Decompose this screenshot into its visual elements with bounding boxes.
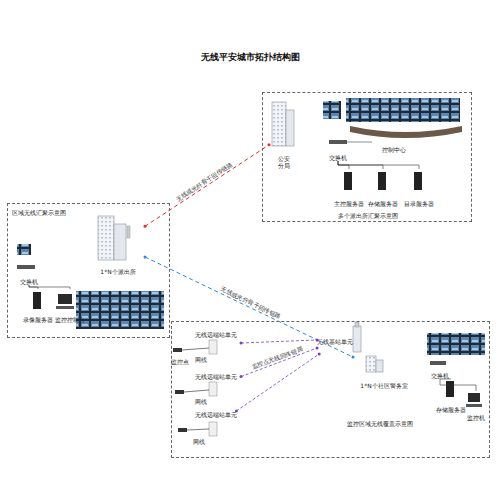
device-node: 主控服务器 bbox=[331, 169, 367, 207]
switch-icon bbox=[430, 361, 446, 365]
link-line bbox=[29, 285, 38, 289]
link-end-dot bbox=[318, 353, 321, 356]
link-end-dot bbox=[352, 356, 355, 359]
diagram-title: 无线平安城市拓扑结构图 bbox=[0, 51, 500, 64]
link-line bbox=[145, 145, 269, 226]
region-box: 监控区域无线覆盖示意图 1*N个社区警务室 无线基站单元交换机存储服务器监控机 无线远… bbox=[171, 321, 490, 458]
node-label: 交换机 bbox=[425, 372, 455, 379]
link-end-dot bbox=[235, 410, 238, 413]
link-end-dot bbox=[316, 347, 319, 350]
node-label: 监控机 bbox=[461, 414, 491, 421]
link-end-dot bbox=[144, 225, 147, 228]
node-label: 存储服务器 bbox=[433, 406, 469, 413]
video-wall bbox=[346, 98, 460, 122]
link-label: 监控点无线回传链路 bbox=[251, 345, 304, 371]
device-node: 目录服务器 bbox=[401, 169, 437, 207]
node-label: 1*N个派出所 bbox=[91, 268, 145, 275]
keyboard-icon bbox=[466, 404, 482, 407]
link-line bbox=[145, 257, 353, 357]
region-caption: 多个派出所汇聚示意图 bbox=[303, 212, 433, 219]
region-box: 区域无线汇聚示意图 1*N个派出所交换机录像服务器监控控制台 bbox=[7, 203, 170, 338]
keyboard-icon bbox=[56, 306, 74, 309]
link-line bbox=[338, 161, 419, 169]
video-wall bbox=[427, 333, 485, 355]
device-node: 交换机 bbox=[13, 263, 45, 285]
switch-icon bbox=[17, 265, 35, 269]
device-node: 录像服务器 bbox=[19, 289, 57, 323]
device-node: 无线远端站单元 bbox=[191, 331, 241, 357]
wire bbox=[360, 142, 372, 143]
monitor-icon bbox=[323, 101, 341, 119]
node-label: 目录服务器 bbox=[401, 200, 437, 207]
server-icon bbox=[446, 381, 454, 397]
region-caption: 监控区域无线覆盖示意图 bbox=[322, 420, 437, 427]
device-node: 存储服务器 bbox=[365, 169, 401, 207]
device-node: 公安分局 bbox=[269, 101, 299, 169]
node-label: 无线基站单元 bbox=[317, 338, 353, 345]
link-end-dot bbox=[316, 338, 319, 341]
server-icon bbox=[414, 172, 422, 190]
device-node: 控制中心 bbox=[323, 97, 465, 153]
link-line bbox=[338, 161, 349, 169]
console-icon bbox=[58, 294, 72, 304]
device-node: 1*N个派出所 bbox=[91, 213, 145, 275]
building-icon bbox=[98, 216, 130, 260]
node-label: 监控控制台 bbox=[53, 316, 87, 323]
link-label: 无线或光纤骨干回传链路 bbox=[175, 160, 234, 202]
node-label: 1*N个社区警务室 bbox=[353, 382, 415, 389]
device-node: 交换机 bbox=[323, 138, 353, 161]
node-label: 交换机 bbox=[13, 278, 45, 285]
server-icon bbox=[344, 172, 352, 190]
link-line bbox=[236, 354, 319, 411]
node-label: 存储服务器 bbox=[365, 200, 401, 207]
link-end-dot bbox=[240, 342, 243, 345]
node-label: 主控服务器 bbox=[331, 200, 367, 207]
device-node: 交换机 bbox=[425, 359, 455, 379]
link-end-dot bbox=[268, 143, 271, 146]
node-label: 无线远端站单元 bbox=[191, 411, 241, 418]
node-label: 公安分局 bbox=[277, 155, 291, 169]
device-node: 无线基站单元 bbox=[317, 324, 365, 354]
node-label: 交换机 bbox=[323, 154, 353, 161]
node-label: 无线远端站单元 bbox=[191, 373, 241, 380]
annotation-label: 网线 bbox=[193, 438, 205, 445]
node-label: 录像服务器 bbox=[19, 316, 57, 323]
wire bbox=[347, 142, 360, 143]
device-node: 无线远端站单元 bbox=[191, 411, 241, 439]
annotation-label: 网线 bbox=[195, 398, 207, 405]
device-node: 监控机 bbox=[461, 391, 491, 421]
server-icon bbox=[33, 292, 41, 309]
link-end-dot bbox=[240, 375, 243, 378]
link-line bbox=[338, 161, 383, 169]
tower-icon bbox=[353, 322, 361, 352]
node-label: 无线远端站单元 bbox=[191, 331, 241, 338]
building-icon bbox=[272, 102, 294, 146]
device-node: 1*N个社区警务室 bbox=[353, 355, 415, 389]
device-node: 无线远端站单元 bbox=[191, 373, 241, 399]
node-label: 控制中心 bbox=[323, 146, 465, 153]
remote-unit-icon bbox=[209, 340, 217, 436]
region-caption: 区域无线汇聚示意图 bbox=[12, 209, 92, 216]
video-wall bbox=[76, 291, 164, 329]
console-icon bbox=[468, 393, 480, 402]
device-node: 存储服务器 bbox=[433, 379, 469, 413]
monitor-icon bbox=[17, 244, 31, 255]
link-line bbox=[440, 379, 476, 391]
annotation-label: 监控点 bbox=[171, 358, 189, 365]
region-box: 多个派出所汇聚示意图 公安分局 控制中心交换机主控服务器存储服务器目录服务器 bbox=[262, 92, 472, 222]
annotation-label: 网线 bbox=[195, 356, 207, 363]
server-icon bbox=[378, 172, 386, 190]
device-node: 监控控制台 bbox=[53, 289, 87, 323]
link-end-dot bbox=[144, 255, 147, 258]
link-line bbox=[241, 340, 317, 343]
console-desk bbox=[350, 126, 462, 138]
link-line bbox=[29, 285, 70, 289]
switch-icon bbox=[329, 140, 347, 144]
link-label: 无线或光纤骨干回传链路 bbox=[220, 285, 283, 320]
building-icon bbox=[366, 356, 383, 372]
link-line bbox=[440, 379, 451, 380]
